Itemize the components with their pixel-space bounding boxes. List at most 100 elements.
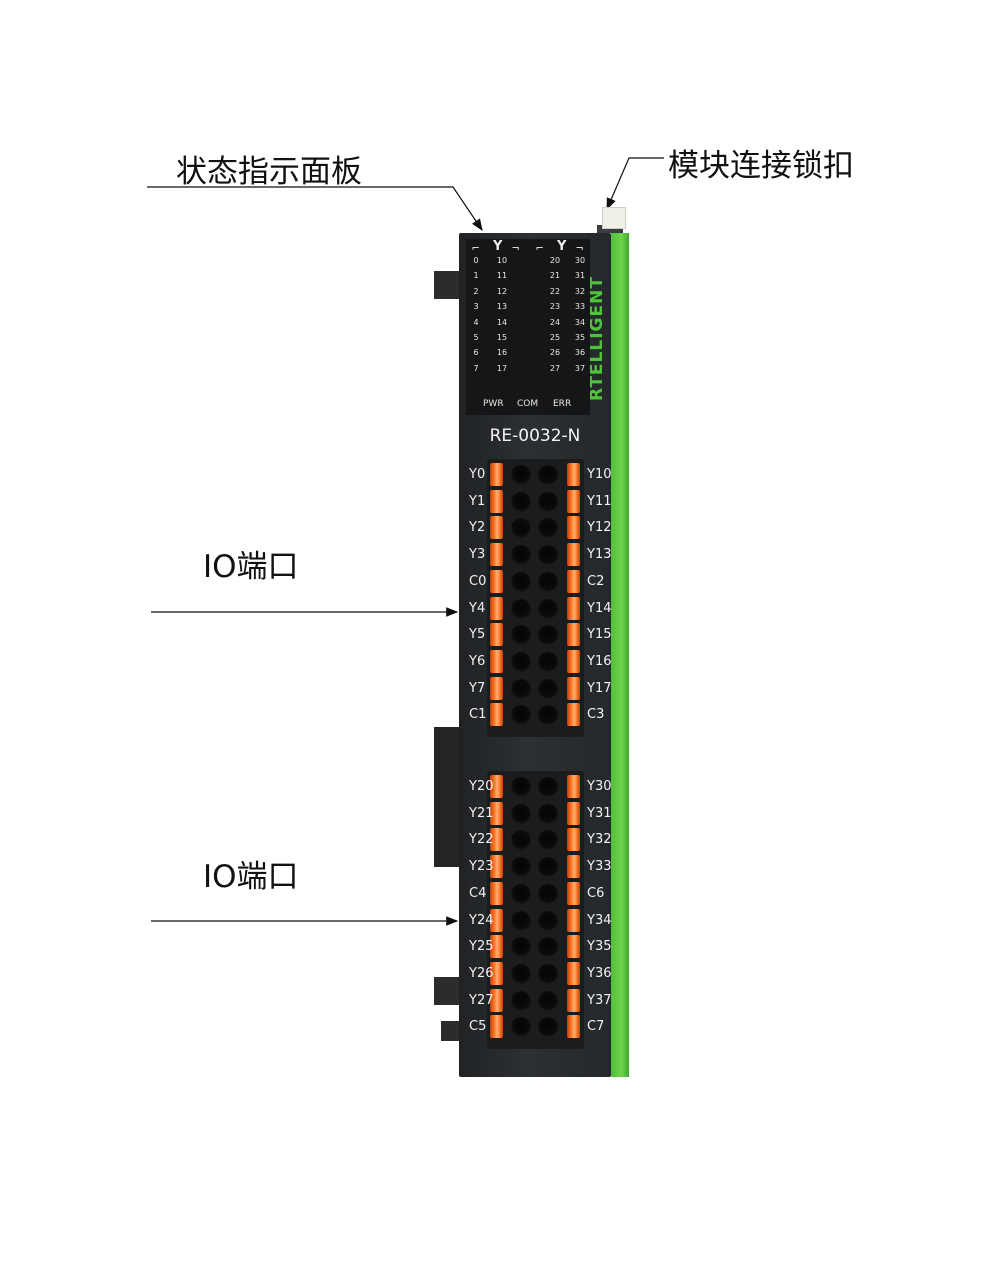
wire-hole[interactable] bbox=[511, 678, 531, 699]
wire-hole[interactable] bbox=[538, 990, 558, 1011]
release-lever[interactable] bbox=[490, 855, 503, 879]
release-lever[interactable] bbox=[567, 961, 580, 985]
release-lever[interactable] bbox=[567, 569, 580, 593]
release-lever[interactable] bbox=[490, 935, 503, 959]
release-lever[interactable] bbox=[567, 855, 580, 879]
wire-hole[interactable] bbox=[538, 491, 558, 512]
wire-hole[interactable] bbox=[538, 777, 558, 797]
release-lever[interactable] bbox=[567, 489, 580, 513]
wire-hole[interactable] bbox=[538, 598, 558, 619]
wire-hole[interactable] bbox=[511, 1017, 531, 1038]
wire-hole[interactable] bbox=[538, 803, 558, 824]
terminal-label-left: Y27 bbox=[469, 992, 494, 1008]
wire-hole[interactable] bbox=[511, 803, 531, 824]
release-lever[interactable] bbox=[490, 463, 503, 486]
wire-hole[interactable] bbox=[511, 857, 531, 878]
release-lever[interactable] bbox=[490, 1015, 503, 1039]
wire-hole[interactable] bbox=[538, 830, 558, 851]
wire-hole[interactable] bbox=[511, 990, 531, 1011]
led-label-33: 33 bbox=[574, 302, 586, 312]
wire-hole[interactable] bbox=[538, 571, 558, 592]
module-latch[interactable] bbox=[602, 207, 626, 229]
release-lever[interactable] bbox=[490, 775, 503, 798]
terminal-label-right: C3 bbox=[587, 707, 605, 723]
release-lever[interactable] bbox=[490, 516, 503, 540]
wire-hole[interactable] bbox=[538, 625, 558, 646]
release-lever[interactable] bbox=[490, 649, 503, 673]
release-lever[interactable] bbox=[567, 775, 580, 798]
terminal-label-left: Y3 bbox=[469, 547, 486, 563]
led-label-36: 36 bbox=[574, 348, 586, 358]
bracket-left-2: ⌐ bbox=[536, 241, 544, 255]
terminal-row bbox=[487, 622, 584, 648]
release-lever[interactable] bbox=[490, 961, 503, 985]
led-label-26: 26 bbox=[549, 348, 561, 358]
release-lever[interactable] bbox=[490, 988, 503, 1012]
release-lever[interactable] bbox=[490, 801, 503, 825]
release-lever[interactable] bbox=[567, 908, 580, 932]
wire-hole[interactable] bbox=[511, 571, 531, 592]
release-lever[interactable] bbox=[490, 489, 503, 513]
wire-hole[interactable] bbox=[511, 830, 531, 851]
release-lever[interactable] bbox=[567, 623, 580, 647]
wire-hole[interactable] bbox=[538, 1017, 558, 1038]
release-lever[interactable] bbox=[567, 988, 580, 1012]
led-label-6: 6 bbox=[473, 348, 479, 358]
wire-hole[interactable] bbox=[511, 545, 531, 566]
wire-hole[interactable] bbox=[511, 598, 531, 619]
wire-hole[interactable] bbox=[511, 883, 531, 904]
wire-hole[interactable] bbox=[511, 937, 531, 958]
bracket-left-1: ⌐ bbox=[472, 241, 480, 255]
release-lever[interactable] bbox=[567, 935, 580, 959]
wire-hole[interactable] bbox=[538, 545, 558, 566]
wire-hole[interactable] bbox=[538, 883, 558, 904]
release-lever[interactable] bbox=[567, 828, 580, 852]
led-label-10: 10 bbox=[496, 256, 508, 265]
release-lever[interactable] bbox=[567, 516, 580, 540]
wire-hole[interactable] bbox=[511, 625, 531, 646]
release-lever[interactable] bbox=[490, 881, 503, 905]
wire-hole[interactable] bbox=[511, 705, 531, 726]
release-lever[interactable] bbox=[490, 596, 503, 620]
wire-hole[interactable] bbox=[538, 963, 558, 984]
wire-hole[interactable] bbox=[511, 491, 531, 512]
terminal-label-right: Y31 bbox=[587, 805, 612, 821]
wire-hole[interactable] bbox=[538, 937, 558, 958]
wire-hole[interactable] bbox=[538, 678, 558, 699]
wire-hole[interactable] bbox=[511, 465, 531, 485]
wire-hole[interactable] bbox=[538, 465, 558, 485]
release-lever[interactable] bbox=[567, 676, 580, 700]
led-label-21: 21 bbox=[549, 271, 561, 281]
wire-hole[interactable] bbox=[538, 705, 558, 726]
release-lever[interactable] bbox=[567, 1015, 580, 1039]
wire-hole[interactable] bbox=[538, 518, 558, 539]
release-lever[interactable] bbox=[490, 676, 503, 700]
release-lever[interactable] bbox=[490, 569, 503, 593]
wire-hole[interactable] bbox=[511, 910, 531, 931]
wire-hole[interactable] bbox=[538, 857, 558, 878]
release-lever[interactable] bbox=[567, 649, 580, 673]
latch-base bbox=[597, 225, 623, 233]
wire-hole[interactable] bbox=[538, 910, 558, 931]
release-lever[interactable] bbox=[567, 463, 580, 486]
release-lever[interactable] bbox=[490, 543, 503, 567]
release-lever[interactable] bbox=[490, 703, 503, 727]
terminal-label-left: Y20 bbox=[469, 779, 494, 794]
terminal-label-right: Y35 bbox=[587, 939, 612, 955]
wire-hole[interactable] bbox=[511, 963, 531, 984]
release-lever[interactable] bbox=[567, 596, 580, 620]
terminal-row bbox=[487, 702, 584, 728]
wire-hole[interactable] bbox=[511, 651, 531, 672]
release-lever[interactable] bbox=[490, 623, 503, 647]
wire-hole[interactable] bbox=[538, 651, 558, 672]
wire-hole[interactable] bbox=[511, 518, 531, 539]
release-lever[interactable] bbox=[567, 801, 580, 825]
release-lever[interactable] bbox=[490, 828, 503, 852]
release-lever[interactable] bbox=[567, 703, 580, 727]
release-lever[interactable] bbox=[490, 908, 503, 932]
release-lever[interactable] bbox=[567, 881, 580, 905]
terminal-label-right: Y16 bbox=[587, 653, 612, 669]
release-lever[interactable] bbox=[567, 543, 580, 567]
wire-hole[interactable] bbox=[511, 777, 531, 797]
led-label-14: 14 bbox=[496, 317, 508, 327]
